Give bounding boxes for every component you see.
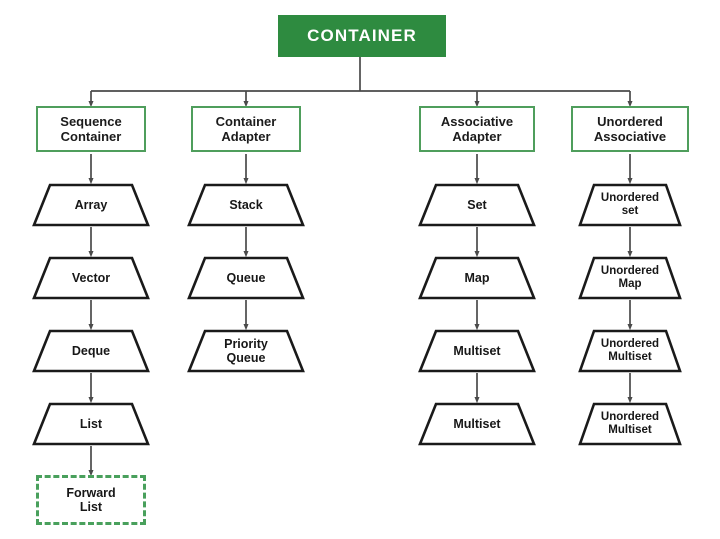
category-label-line2: Adapter — [221, 129, 271, 144]
category-label-line1: Container — [215, 113, 277, 129]
node-label: Multiset — [418, 329, 536, 373]
node-label: Deque — [32, 329, 150, 373]
node-priority-queue[interactable]: Priority Queue — [187, 329, 305, 373]
category-box-sequence-container[interactable]: Sequence Container — [36, 106, 146, 152]
category-label: Container Adapter — [216, 114, 277, 145]
node-label-line1: Unordered — [600, 338, 660, 351]
node-list[interactable]: List — [32, 402, 150, 446]
node-unordered-map[interactable]: Unordered Map — [578, 256, 682, 300]
node-label: Forward List — [66, 486, 115, 515]
node-queue[interactable]: Queue — [187, 256, 305, 300]
node-label-line1: Unordered — [600, 265, 660, 278]
node-label-line1: Array — [74, 198, 108, 212]
category-box-container-adapter[interactable]: Container Adapter — [191, 106, 301, 152]
node-label-line2: Queue — [226, 351, 266, 365]
node-label-line1: Map — [464, 271, 490, 285]
node-label-line1: Unordered — [600, 411, 660, 424]
category-label-line2: Associative — [593, 129, 667, 144]
category-box-associative-adapter[interactable]: Associative Adapter — [419, 106, 535, 152]
node-label: Unordered Multiset — [578, 402, 682, 446]
node-multiset-1[interactable]: Multiset — [418, 329, 536, 373]
node-label-line1: Unordered — [600, 192, 660, 205]
node-label: Queue — [187, 256, 305, 300]
node-label: Unordered Multiset — [578, 329, 682, 373]
node-label-line1: List — [79, 417, 103, 431]
node-forward-list[interactable]: Forward List — [36, 475, 146, 525]
node-label: Vector — [32, 256, 150, 300]
node-label-line1: Stack — [229, 198, 263, 212]
category-label-line1: Unordered — [597, 113, 663, 129]
node-vector[interactable]: Vector — [32, 256, 150, 300]
category-label-line2: Adapter — [452, 129, 502, 144]
node-label: Map — [418, 256, 536, 300]
node-label-line2: Multiset — [608, 351, 652, 363]
node-deque[interactable]: Deque — [32, 329, 150, 373]
category-label-line1: Sequence — [60, 113, 122, 129]
node-label: Priority Queue — [187, 329, 305, 373]
node-set[interactable]: Set — [418, 183, 536, 227]
node-array[interactable]: Array — [32, 183, 150, 227]
node-label: Stack — [187, 183, 305, 227]
category-label: Sequence Container — [60, 114, 121, 145]
category-label: Unordered Associative — [594, 114, 666, 145]
node-label-line1: Queue — [226, 271, 266, 285]
node-label-line1: Set — [467, 198, 487, 212]
node-label-line2: Multiset — [608, 424, 652, 436]
category-label-line2: Container — [60, 129, 122, 144]
node-unordered-multiset-2[interactable]: Unordered Multiset — [578, 402, 682, 446]
category-label: Associative Adapter — [441, 114, 513, 145]
node-label-line1: Forward — [66, 485, 116, 500]
node-label: Unordered Map — [578, 256, 682, 300]
root-node-label: CONTAINER — [307, 26, 417, 45]
category-box-unordered-associative[interactable]: Unordered Associative — [571, 106, 689, 152]
node-label: List — [32, 402, 150, 446]
node-label-line2: set — [621, 205, 639, 217]
node-label-line1: Multiset — [453, 417, 501, 431]
node-label: Multiset — [418, 402, 536, 446]
node-label: Array — [32, 183, 150, 227]
node-map[interactable]: Map — [418, 256, 536, 300]
node-label-line1: Deque — [71, 344, 111, 358]
node-stack[interactable]: Stack — [187, 183, 305, 227]
node-multiset-2[interactable]: Multiset — [418, 402, 536, 446]
node-label-line1: Multiset — [453, 344, 501, 358]
node-label: Set — [418, 183, 536, 227]
node-unordered-set[interactable]: Unordered set — [578, 183, 682, 227]
node-label-line1: Vector — [71, 271, 111, 285]
node-label-line2: List — [79, 500, 103, 514]
node-label: Unordered set — [578, 183, 682, 227]
node-unordered-multiset-1[interactable]: Unordered Multiset — [578, 329, 682, 373]
node-label-line1: Priority — [224, 337, 268, 351]
category-label-line1: Associative — [440, 113, 514, 129]
node-label-line2: Map — [618, 278, 642, 290]
root-node-container[interactable]: CONTAINER — [278, 15, 446, 57]
